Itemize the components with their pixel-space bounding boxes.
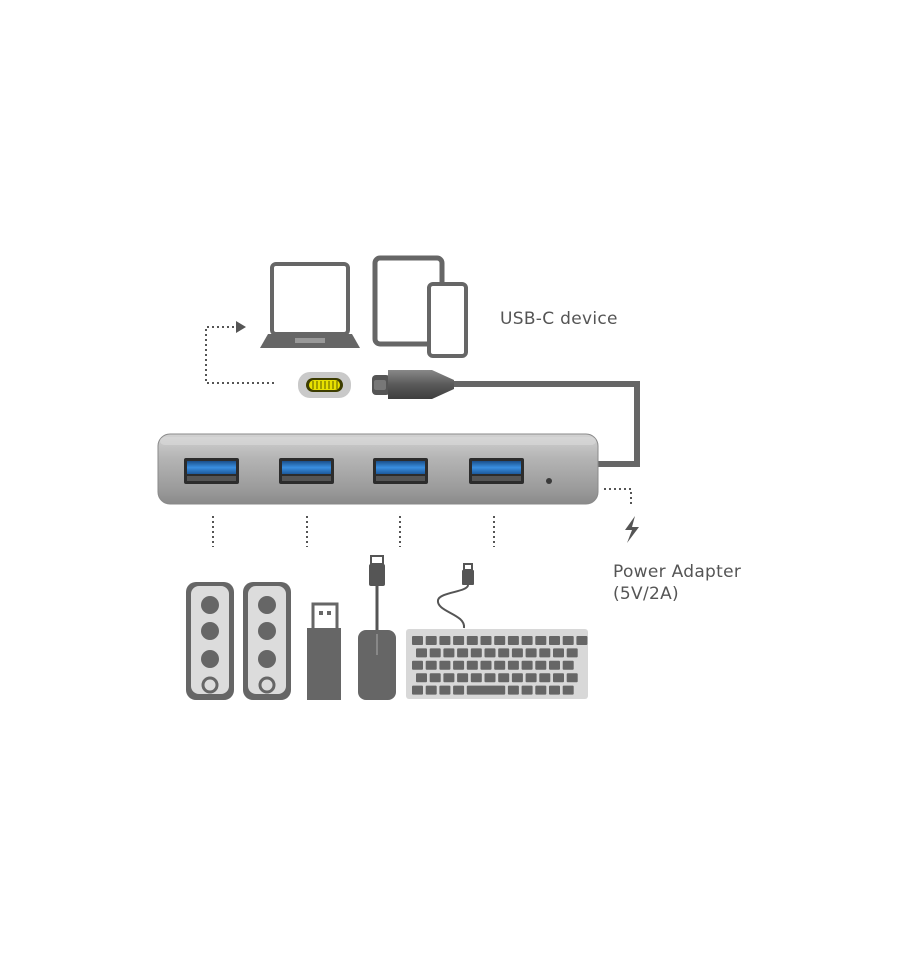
- keyboard-key: [494, 636, 506, 645]
- keyboard-key: [507, 636, 519, 645]
- usb-a-port-icon: [469, 458, 524, 484]
- laptop-icon: [260, 262, 360, 348]
- keyboard-key: [511, 648, 523, 658]
- keyboard-key: [507, 685, 519, 695]
- keyboard-key: [535, 685, 547, 695]
- phone-icon: [427, 282, 468, 358]
- keyboard-key: [439, 685, 451, 695]
- port-dotted-connectors: [212, 516, 495, 547]
- keyboard-key: [412, 636, 423, 645]
- power-adapter-label-line2: (5V/2A): [613, 584, 679, 604]
- speaker-icon: [186, 582, 234, 700]
- keyboard-key: [539, 648, 551, 658]
- keyboard-key: [466, 660, 478, 670]
- keyboard-key: [521, 660, 533, 670]
- keyboard-key: [525, 673, 537, 683]
- keyboard-key: [525, 648, 537, 658]
- keyboard-key: [562, 685, 574, 695]
- keyboard-key: [498, 673, 510, 683]
- power-led-icon: [546, 478, 552, 484]
- keyboard-key: [425, 685, 437, 695]
- lightning-icon: [625, 516, 639, 543]
- usb-a-port-icon: [279, 458, 334, 484]
- keyboard-key: [553, 673, 564, 683]
- keyboard-key: [535, 660, 547, 670]
- power-adapter-label: Power Adapter (5V/2A): [613, 561, 741, 605]
- keyboard-key: [466, 636, 478, 645]
- keyboard-key: [553, 648, 564, 658]
- keyboard-key: [549, 685, 560, 695]
- keyboard-key: [549, 660, 560, 670]
- keyboard-key: [484, 673, 496, 683]
- keyboard-key: [498, 648, 510, 658]
- keyboard-key: [429, 648, 441, 658]
- usb-c-port-icon: [298, 372, 351, 398]
- usb-c-to-laptop-dotted-arrow: [205, 321, 274, 384]
- usb-c-cable: [452, 381, 640, 467]
- keyboard-key: [412, 685, 423, 695]
- keyboard-key: [494, 660, 506, 670]
- keyboard-key: [507, 660, 519, 670]
- usb-c-device-label: USB-C device: [500, 309, 618, 329]
- mouse-icon: [358, 555, 396, 700]
- keyboard-key: [562, 636, 574, 645]
- keyboard-key: [470, 673, 482, 683]
- speaker-icon: [243, 582, 291, 700]
- keyboard-key: [566, 648, 578, 658]
- keyboard-key: [453, 660, 465, 670]
- keyboard-key: [484, 648, 496, 658]
- keyboard-key: [549, 636, 560, 645]
- keyboard-key: [539, 673, 551, 683]
- keyboard-key: [521, 685, 533, 695]
- keyboard-key: [412, 660, 423, 670]
- keyboard-key: [453, 636, 465, 645]
- keyboard-key: [457, 648, 469, 658]
- keyboard-key: [457, 673, 469, 683]
- power-dotted-line: [604, 488, 632, 506]
- keyboard-key: [466, 685, 506, 695]
- keyboard-key: [429, 673, 441, 683]
- keyboard-key: [425, 660, 437, 670]
- keyboard-key: [576, 636, 588, 645]
- keyboard-key: [439, 660, 451, 670]
- keyboard-key: [562, 660, 574, 670]
- keyboard-key: [453, 685, 465, 695]
- keyboard-icon: [406, 563, 588, 699]
- keyboard-key: [535, 636, 547, 645]
- keyboard-key: [511, 673, 523, 683]
- usb-a-port-icon: [373, 458, 428, 484]
- usb-flash-drive-icon: [307, 602, 341, 700]
- keyboard-key: [443, 673, 455, 683]
- keyboard-key: [443, 648, 455, 658]
- usb-c-plug-icon: [372, 370, 454, 399]
- keyboard-key: [480, 636, 492, 645]
- keyboard-key: [439, 636, 451, 645]
- keyboard-key: [566, 673, 578, 683]
- usb-a-port-icon: [184, 458, 239, 484]
- keyboard-key: [425, 636, 437, 645]
- power-adapter-label-line1: Power Adapter: [613, 562, 742, 582]
- keyboard-key: [521, 636, 533, 645]
- keyboard-key: [480, 660, 492, 670]
- keyboard-key: [470, 648, 482, 658]
- keyboard-key: [416, 648, 427, 658]
- keyboard-key: [416, 673, 427, 683]
